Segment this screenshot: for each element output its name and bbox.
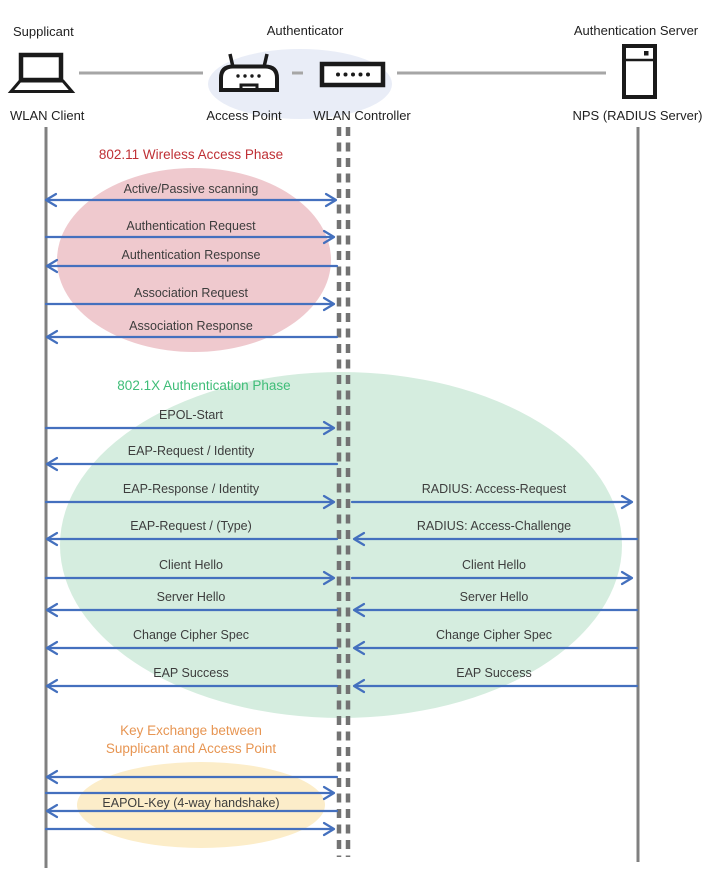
device-label-wlan-controller: WLAN Controller	[313, 108, 411, 123]
arrow-server-hello-left	[45, 602, 339, 618]
msg-association-request: Association Request	[134, 286, 248, 300]
msg-eap-response-identity: EAP-Response / Identity	[122, 482, 260, 496]
phase-ellipse-8021x	[60, 372, 622, 718]
authenticator-lifeline	[336, 127, 351, 857]
msg-eapol-key-handshake: EAPOL-Key (4-way handshake)	[102, 796, 280, 810]
arrow-eapol-key-4	[44, 821, 336, 837]
phase-ellipse-key-exchange	[77, 762, 325, 848]
msg-server-hello-right: Server Hello	[459, 590, 529, 604]
msg-authentication-response: Authentication Response	[121, 248, 261, 262]
msg-change-cipher-spec-right: Change Cipher Spec	[435, 628, 553, 642]
msg-client-hello-right: Client Hello	[462, 558, 526, 572]
arrow-authentication-response	[45, 258, 339, 274]
msg-epol-start: EPOL-Start	[159, 408, 223, 422]
msg-eap-success-left: EAP Success	[153, 666, 229, 680]
phase-title-8021x: 802.1X Authentication Phase	[117, 378, 291, 393]
msg-association-response: Association Response	[129, 319, 253, 333]
msg-authentication-request: Authentication Request	[126, 219, 256, 233]
laptop-icon	[7, 52, 76, 93]
device-label-radius-server: NPS (RADIUS Server)	[572, 108, 703, 123]
arrow-authentication-request	[44, 229, 336, 245]
phase-title-key-exchange-line2: Supplicant and Access Point	[105, 741, 277, 756]
arrow-eap-success-right	[352, 678, 639, 694]
arrow-active-passive-scanning	[44, 192, 338, 208]
arrow-eap-response-identity	[44, 494, 336, 510]
phase-title-80211: 802.11 Wireless Access Phase	[98, 147, 284, 162]
arrow-association-response	[45, 329, 339, 345]
msg-eap-success-right: EAP Success	[456, 666, 532, 680]
arrow-eapol-key-3	[45, 803, 339, 819]
msg-eap-request-identity: EAP-Request / Identity	[127, 444, 255, 458]
arrow-server-hello-right	[352, 602, 639, 618]
arrow-eapol-key-2	[44, 785, 336, 801]
role-label-authenticator: Authenticator	[266, 23, 344, 38]
msg-eap-request-type: EAP-Request / (Type)	[130, 519, 252, 533]
wlan-controller-icon	[319, 61, 386, 88]
access-point-icon	[219, 53, 279, 92]
arrow-eap-request-identity	[45, 456, 339, 472]
arrow-epol-start	[44, 420, 336, 436]
msg-radius-access-request: RADIUS: Access-Request	[421, 482, 567, 496]
arrow-radius-access-challenge	[352, 531, 639, 547]
msg-active-passive-scanning: Active/Passive scanning	[123, 182, 259, 196]
role-label-supplicant: Supplicant	[13, 24, 74, 39]
arrow-association-request	[44, 296, 336, 312]
arrow-change-cipher-spec-left	[45, 640, 339, 656]
phase-title-key-exchange-line1: Key Exchange between	[120, 723, 262, 738]
arrow-eap-request-type	[45, 531, 339, 547]
arrow-radius-access-request	[350, 494, 634, 510]
device-label-access-point: Access Point	[206, 108, 282, 123]
msg-change-cipher-spec-left: Change Cipher Spec	[132, 628, 250, 642]
msg-client-hello-left: Client Hello	[159, 558, 223, 572]
arrow-eapol-key-1	[45, 769, 339, 785]
server-icon	[622, 44, 657, 99]
msg-radius-access-challenge: RADIUS: Access-Challenge	[416, 519, 572, 533]
arrow-eap-success-left	[45, 678, 339, 694]
msg-server-hello-left: Server Hello	[156, 590, 226, 604]
arrow-change-cipher-spec-right	[352, 640, 639, 656]
arrow-client-hello-right	[350, 570, 634, 586]
device-label-wlan-client: WLAN Client	[10, 108, 85, 123]
arrow-client-hello-left	[44, 570, 336, 586]
phase-ellipse-80211	[57, 168, 331, 352]
role-label-authentication-server: Authentication Server	[573, 23, 699, 38]
